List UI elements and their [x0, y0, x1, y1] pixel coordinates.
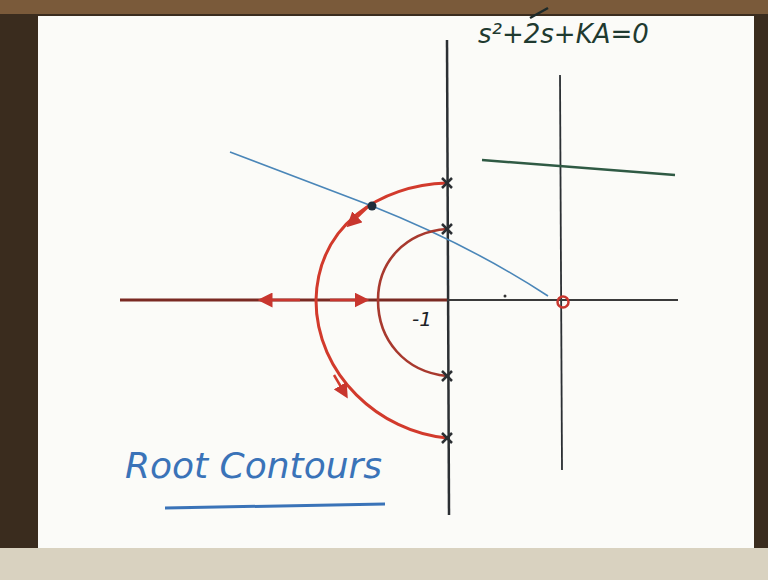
bar-stroke: [530, 8, 548, 18]
inner-root-contour: [378, 229, 447, 376]
locus-arrow: [330, 299, 362, 302]
dot: [504, 295, 507, 298]
equation-underline: [482, 160, 675, 175]
frame-top: [0, 0, 768, 14]
real-axis-locus: [120, 299, 447, 302]
real-axis: [447, 299, 678, 301]
handwritten-title: Root Contours: [125, 446, 382, 486]
outer-root-contour: [316, 183, 447, 438]
equation-text: s²+2s+KA=0: [478, 20, 649, 49]
locus-arrow: [265, 299, 300, 302]
imaginary-axis: [560, 75, 562, 470]
table-surface: [0, 548, 768, 580]
pole-markers: [442, 178, 452, 443]
contour-arrow: [334, 375, 344, 392]
paper: [38, 16, 754, 548]
title-underline: [165, 504, 385, 508]
operating-point: [368, 202, 377, 211]
damping-line: [230, 152, 548, 296]
imaginary-axis-shifted: [447, 40, 449, 515]
axis-value: -1: [412, 308, 432, 330]
zero-marker: [558, 297, 569, 308]
